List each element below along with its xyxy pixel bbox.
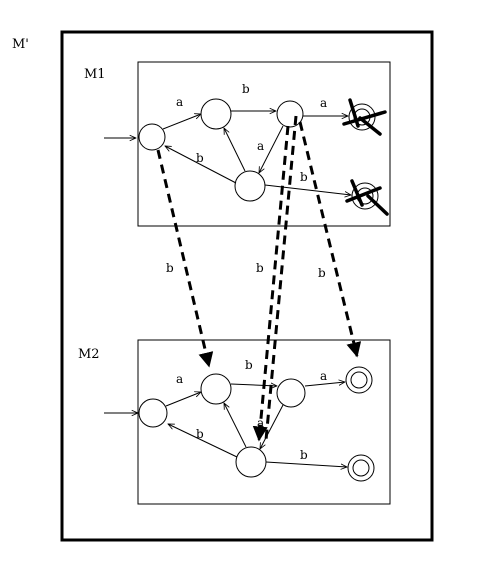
m2-edge-3-final (304, 382, 345, 387)
cross-arrow-3 (298, 121, 362, 358)
m1-edge-label: a (320, 96, 327, 110)
m2-edge-4-2 (224, 403, 247, 448)
m1-edge-4-start (165, 146, 237, 184)
m2-state-2 (200, 373, 232, 405)
m2-state-3 (276, 378, 306, 408)
cross-transitions (156, 121, 362, 442)
m2-box (137, 339, 391, 505)
m2-edge-4-final (265, 461, 347, 467)
m1-edge-4-2 (224, 128, 246, 172)
m2-edge-label: b (245, 358, 253, 372)
m1-edge-start-2 (162, 114, 201, 130)
cross-arrow-2 (252, 125, 290, 442)
cross-arrow-dash-extra (264, 115, 298, 441)
outer-label: M' (12, 37, 29, 52)
cross-arrow-1 (156, 149, 214, 368)
cross-label-1: b (166, 261, 174, 275)
m1-state-start (138, 123, 166, 151)
m2-edge-label: a (257, 416, 264, 430)
m2-edge-label: b (196, 427, 204, 441)
m2-state-start (138, 398, 168, 428)
m2-edge-3-4 (260, 404, 284, 449)
outer-frame (60, 30, 434, 542)
m1-edge-label: a (176, 95, 183, 109)
m1-label: M1 (84, 67, 106, 82)
cross-label-3: b (318, 266, 326, 280)
m2-edge-start-2 (165, 392, 201, 407)
m1-edge-label: a (257, 139, 264, 153)
machine-m1: M1 a (84, 61, 391, 227)
m2-edge-4-start (168, 423, 238, 458)
m1-edge-label: b (300, 170, 308, 184)
m2-final-state-2 (347, 454, 375, 482)
m1-strike-marks (342, 98, 389, 216)
m2-state-4 (235, 446, 267, 478)
m1-edge-label: b (196, 151, 204, 165)
m2-edge-label: a (320, 369, 327, 383)
m2-label: M2 (78, 347, 100, 362)
machine-m2: M2 a b a a b b (78, 339, 391, 505)
m1-edge-label: b (242, 82, 250, 96)
m2-edge-label: b (300, 448, 308, 462)
m1-edge-3-4 (259, 125, 284, 173)
m1-edge-4-final (264, 184, 351, 195)
m2-edge-label: a (176, 372, 183, 386)
m1-state-2 (200, 98, 232, 130)
m2-edge-2-3 (230, 384, 277, 386)
cross-label-2: b (256, 261, 264, 275)
m2-final-state-1 (345, 366, 373, 394)
m1-state-4 (234, 170, 266, 202)
m1-box (137, 61, 391, 227)
